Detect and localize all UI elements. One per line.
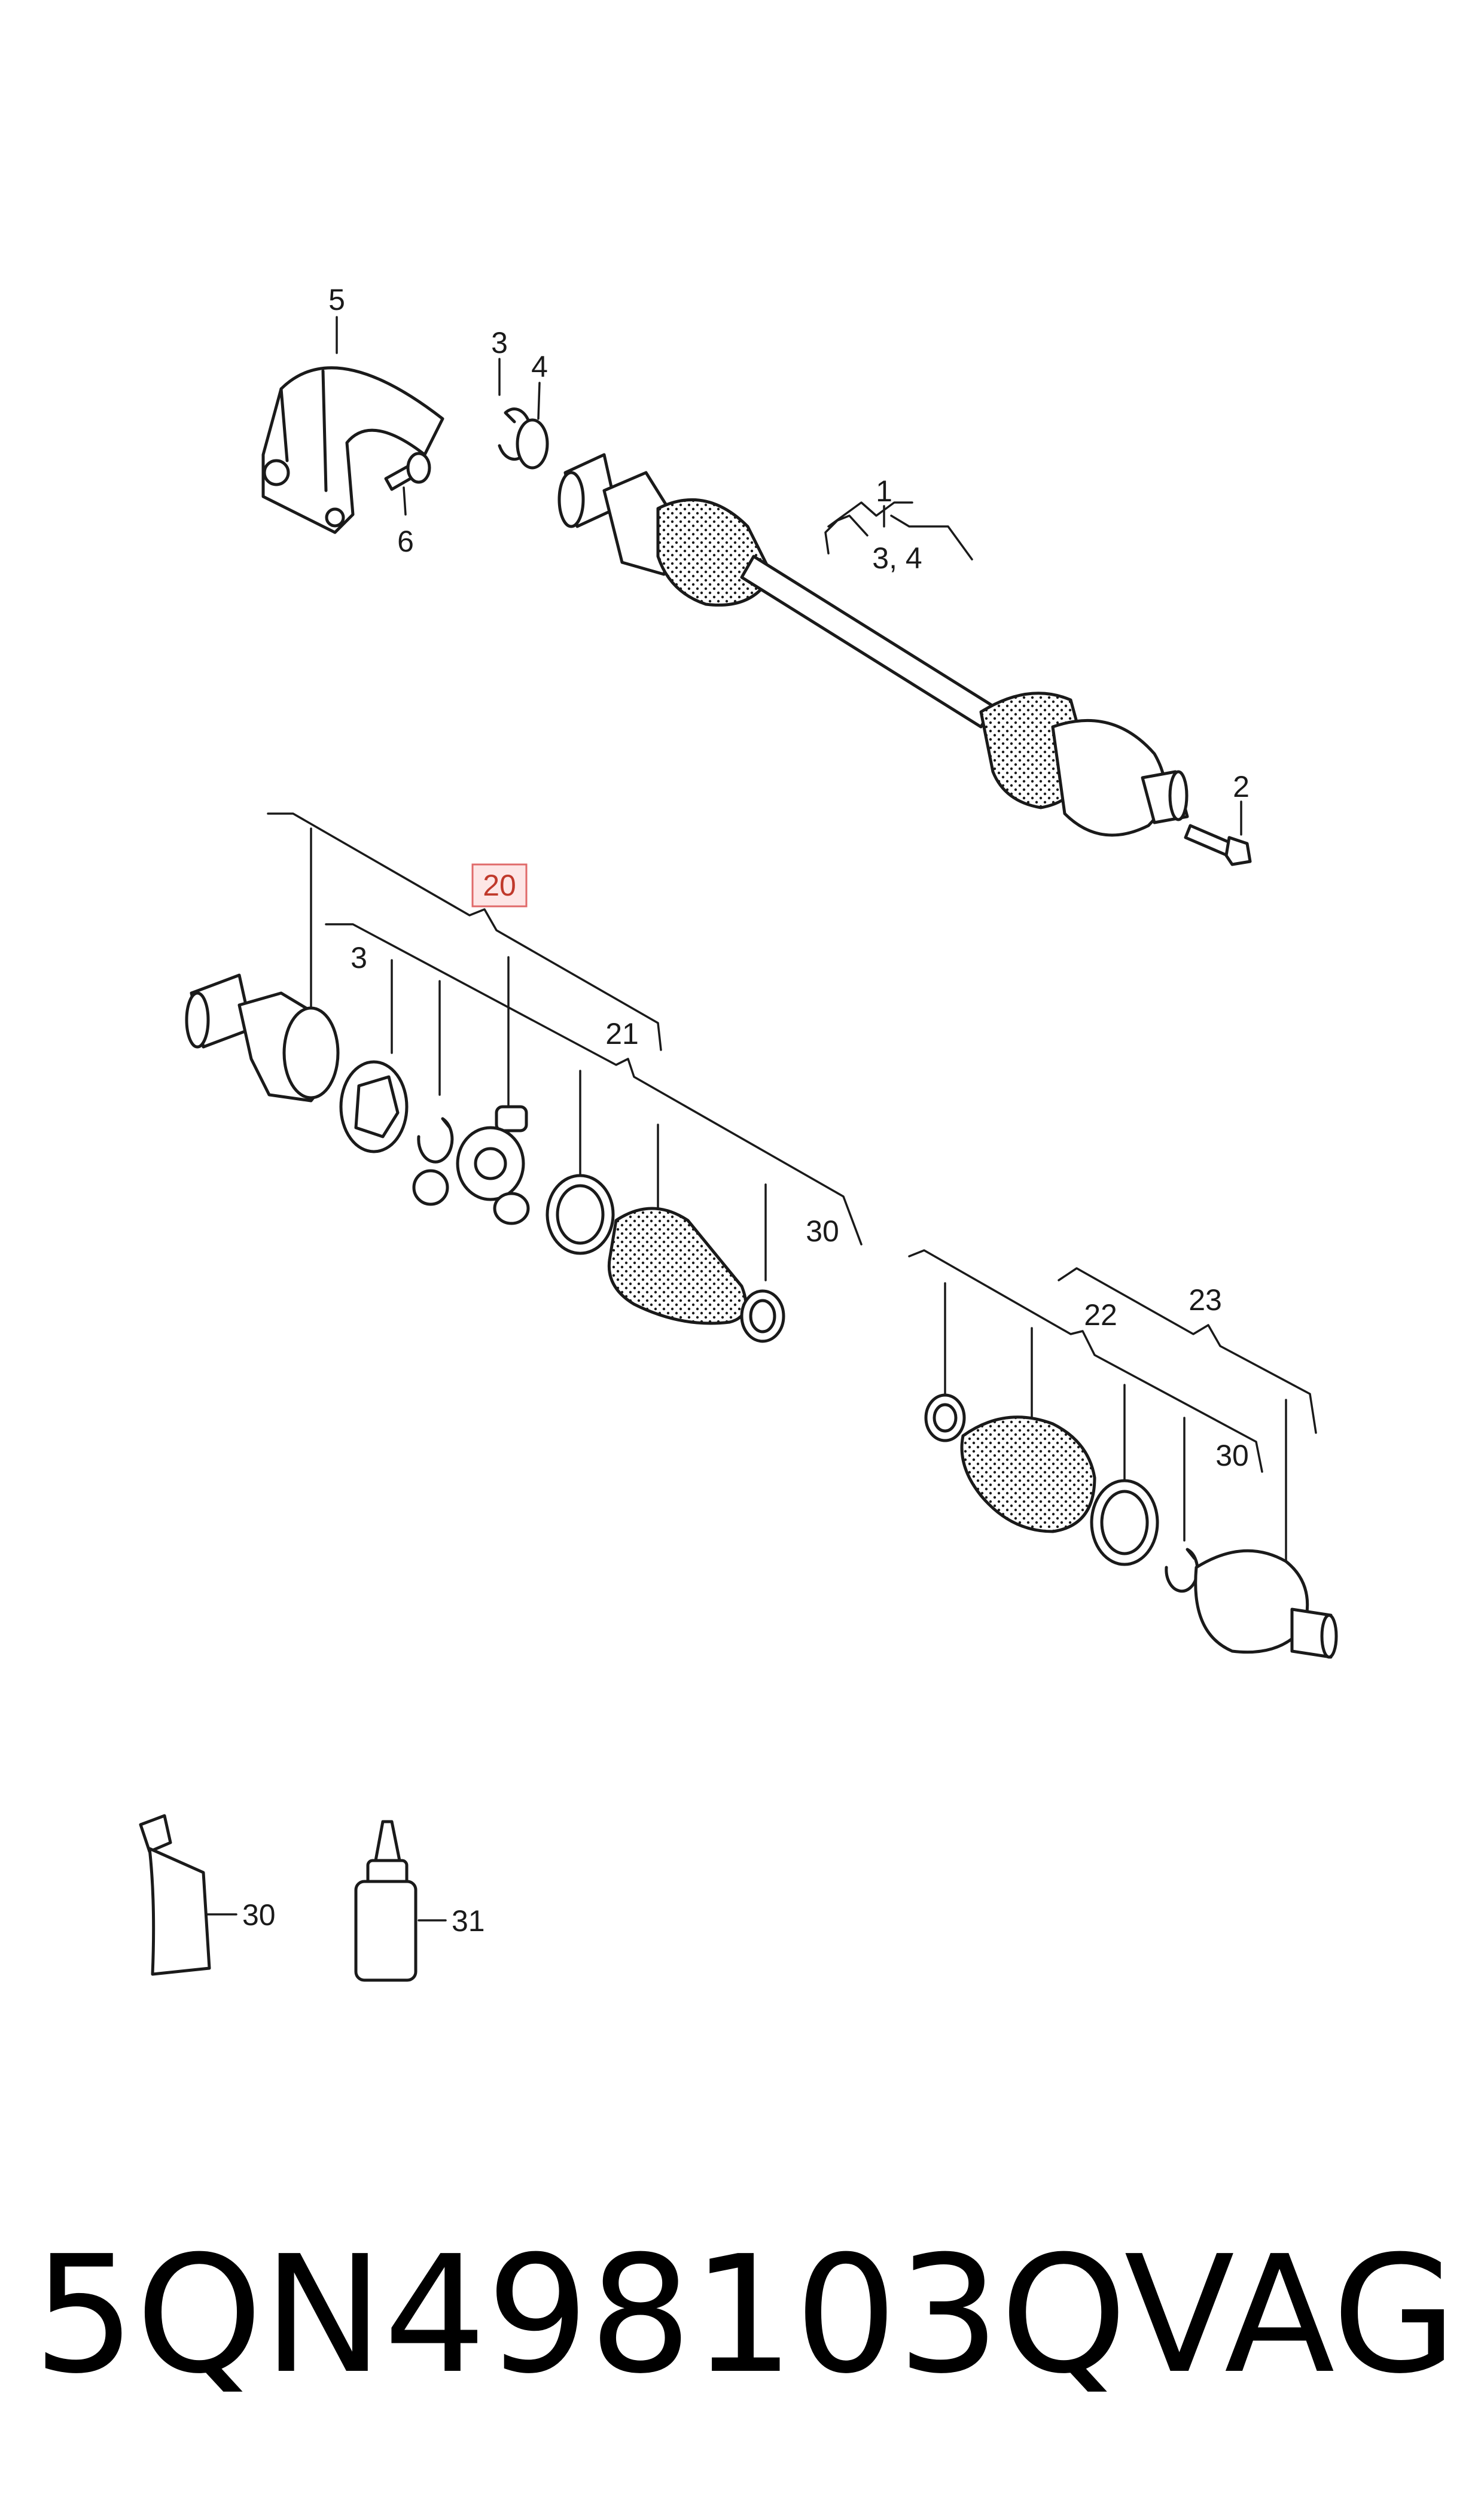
small-clamp-part-right	[924, 1393, 966, 1442]
callout-30-mid: 30	[806, 1214, 839, 1248]
callout-4: 4	[531, 350, 548, 383]
bolt-part-6	[384, 452, 431, 491]
callout-20: 20	[483, 869, 516, 902]
outer-joint-part-right	[1194, 1549, 1338, 1659]
callout-30-tube: 30	[242, 1898, 276, 1932]
clamp-part-right	[1090, 1479, 1159, 1566]
bolt-part-2	[1184, 824, 1252, 866]
callout-2: 2	[1233, 770, 1250, 803]
callout-1: 1	[876, 474, 892, 508]
drive-shaft-part	[557, 453, 1189, 837]
bracket-23	[1058, 1267, 1317, 1434]
leader-line-4	[537, 382, 541, 420]
tripod-spider-part	[412, 1105, 530, 1225]
callout-3-4: 3, 4	[872, 541, 922, 575]
callout-21: 21	[605, 1017, 639, 1051]
ring-part-4	[516, 418, 549, 470]
boot-part-right	[960, 1415, 1096, 1533]
small-clamp-part-mid	[740, 1289, 785, 1343]
brand-label: VAG	[1124, 2221, 1457, 2409]
callout-22: 22	[1084, 1298, 1117, 1332]
grease-tube-part	[139, 1814, 211, 1976]
callout-3-top: 3	[491, 326, 508, 360]
bearing-ring-part	[339, 1060, 409, 1153]
heat-shield-part	[261, 366, 444, 534]
part-number-label: 5QN498103Q	[33, 2221, 1128, 2409]
circlip-part-mid	[417, 1117, 454, 1164]
leader-line-6	[403, 486, 407, 516]
callout-3-mid: 3	[351, 941, 367, 975]
callout-31-bottle: 31	[452, 1904, 485, 1938]
inner-joint-housing-part	[185, 973, 340, 1103]
circlip-part-right	[1165, 1548, 1199, 1593]
callout-23: 23	[1189, 1283, 1222, 1317]
bracket-20	[267, 812, 662, 1051]
bracket-22	[908, 1249, 1263, 1473]
boot-part-mid	[607, 1207, 748, 1325]
callout-20-highlight	[471, 863, 528, 908]
clamp-part-mid	[546, 1174, 615, 1255]
bracket-21	[325, 923, 863, 1246]
callout-5: 5	[328, 283, 345, 316]
sealant-bottle-part	[354, 1820, 418, 1982]
bracket-1	[824, 501, 973, 561]
callout-30-right: 30	[1215, 1439, 1249, 1472]
callout-6: 6	[397, 525, 414, 558]
